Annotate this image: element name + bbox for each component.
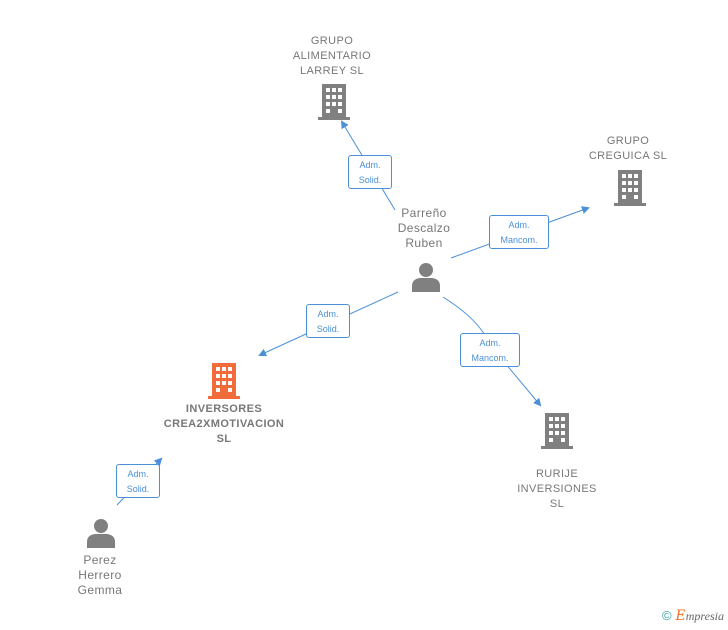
building-icon[interactable]	[614, 170, 646, 206]
role-badge-line: Adm.	[359, 160, 381, 170]
role-badge-line: Adm.	[317, 309, 339, 319]
role-badge-line: Solid.	[126, 484, 150, 494]
person-icon[interactable]	[86, 518, 116, 548]
company-name[interactable]: RURIJE INVERSIONES SL	[517, 468, 597, 510]
copyright-symbol: ©	[661, 608, 672, 623]
person-node-parreno[interactable]: Parreño Descalzo Ruben	[374, 206, 474, 251]
copyright-footer: ©Empresia	[662, 608, 724, 624]
brand-logo-text: mpresia	[685, 609, 724, 623]
person-node-perez[interactable]: Perez Herrero Gemma	[50, 553, 150, 598]
company-node-grupo-creguica[interactable]: GRUPO CREGUICA SL	[568, 134, 688, 164]
company-node-inversores[interactable]: INVERSORES CREA2XMOTIVACION SL	[144, 402, 304, 447]
role-badge-line: Adm.	[479, 338, 501, 348]
role-badge-line: Solid.	[358, 175, 382, 185]
company-name[interactable]: GRUPO CREGUICA SL	[588, 135, 668, 162]
company-name[interactable]: GRUPO ALIMENTARIO LARREY SL	[292, 35, 372, 77]
role-badge-line: Solid.	[316, 324, 340, 334]
person-name[interactable]: Perez Herrero Gemma	[77, 553, 123, 597]
role-badge: Adm. Solid.	[116, 464, 160, 498]
role-badge: Adm. Solid.	[306, 304, 350, 338]
brand-logo-initial: E	[675, 608, 686, 624]
role-badge-line: Mancom.	[471, 353, 509, 363]
role-badge: Adm. Mancom.	[460, 333, 520, 367]
role-badge: Adm. Solid.	[348, 155, 392, 189]
role-badge-line: Mancom.	[500, 235, 538, 245]
role-badge: Adm. Mancom.	[489, 215, 549, 249]
person-icon[interactable]	[411, 262, 441, 292]
person-name[interactable]: Parreño Descalzo Ruben	[397, 206, 451, 250]
company-name[interactable]: INVERSORES CREA2XMOTIVACION SL	[163, 403, 285, 445]
role-badge-line: Adm.	[127, 469, 149, 479]
company-node-rurije[interactable]: RURIJE INVERSIONES SL	[497, 467, 617, 512]
building-icon[interactable]	[208, 363, 240, 399]
role-badge-line: Adm.	[508, 220, 530, 230]
building-icon[interactable]	[541, 413, 573, 449]
building-icon[interactable]	[318, 84, 350, 120]
company-node-grupo-alimentario[interactable]: GRUPO ALIMENTARIO LARREY SL	[262, 34, 402, 79]
